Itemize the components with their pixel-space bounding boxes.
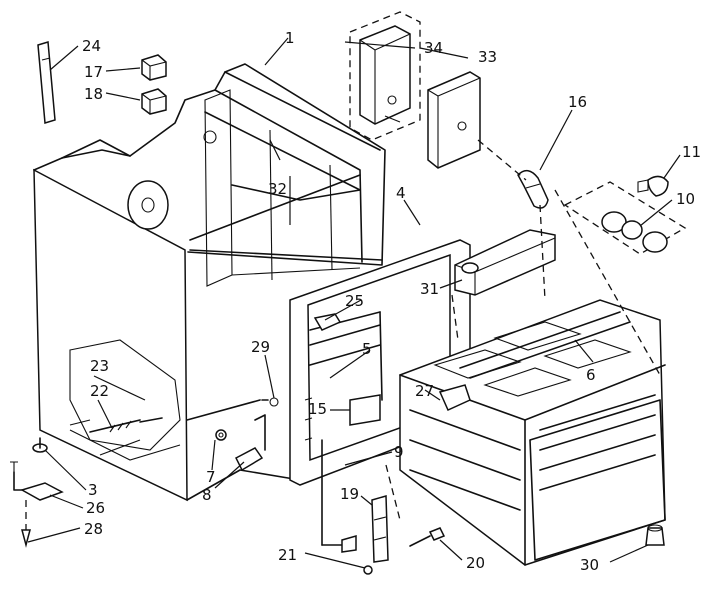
part-21-washer xyxy=(363,565,373,575)
callout-8: 8 xyxy=(202,486,212,504)
part-28-pin xyxy=(21,500,31,548)
part-34-housing xyxy=(349,11,421,141)
callout-33: 33 xyxy=(478,48,497,66)
callout-5: 5 xyxy=(362,340,372,358)
callout-6: 6 xyxy=(586,366,596,384)
callout-30: 30 xyxy=(580,556,599,574)
part-11-bulb xyxy=(637,175,669,197)
part-24-strip xyxy=(37,41,56,124)
callout-18: 18 xyxy=(84,85,103,103)
callout-10: 10 xyxy=(676,190,695,208)
callout-24: 24 xyxy=(82,37,101,55)
part-16-elbow xyxy=(517,169,549,209)
callout-3: 3 xyxy=(88,481,98,499)
callout-20: 20 xyxy=(466,554,485,572)
part-31-burner-box xyxy=(454,229,556,296)
callout-22: 22 xyxy=(90,382,109,400)
leader-lines xyxy=(27,37,681,569)
part-18-block xyxy=(141,88,167,115)
callout-26: 26 xyxy=(86,499,105,517)
part-17-block xyxy=(141,54,167,81)
callout-19: 19 xyxy=(340,485,359,503)
callout-31: 31 xyxy=(420,280,439,298)
part-7-washer xyxy=(215,429,227,441)
callout-32: 32 xyxy=(268,180,287,198)
connection-lines xyxy=(385,139,661,521)
callout-1: 1 xyxy=(285,29,295,47)
part-3-screw xyxy=(10,437,48,472)
part-33-cover xyxy=(427,71,481,169)
callout-11: 11 xyxy=(682,143,701,161)
oven-cavity xyxy=(399,299,666,566)
callout-23: 23 xyxy=(90,357,109,375)
cabinet-body xyxy=(33,63,386,502)
part-19-bracket xyxy=(341,495,389,563)
callout-16: 16 xyxy=(568,93,587,111)
part-8-clip xyxy=(235,414,266,472)
callout-17: 17 xyxy=(84,63,103,81)
callout-9: 9 xyxy=(394,443,404,461)
part-10-knobs xyxy=(563,181,687,255)
part-26-bracket xyxy=(13,471,64,501)
callout-29: 29 xyxy=(251,338,270,356)
part-20-screw xyxy=(409,527,446,547)
callout-21: 21 xyxy=(278,546,297,564)
callout-27: 27 xyxy=(415,382,434,400)
callout-28: 28 xyxy=(84,520,103,538)
callout-labels: 24 17 18 1 34 33 16 11 10 32 4 25 5 31 6… xyxy=(82,29,701,574)
callout-4: 4 xyxy=(396,184,406,202)
callout-25: 25 xyxy=(345,292,364,310)
callout-15: 15 xyxy=(308,400,327,418)
callout-7: 7 xyxy=(206,468,216,486)
callout-34: 34 xyxy=(424,39,443,57)
